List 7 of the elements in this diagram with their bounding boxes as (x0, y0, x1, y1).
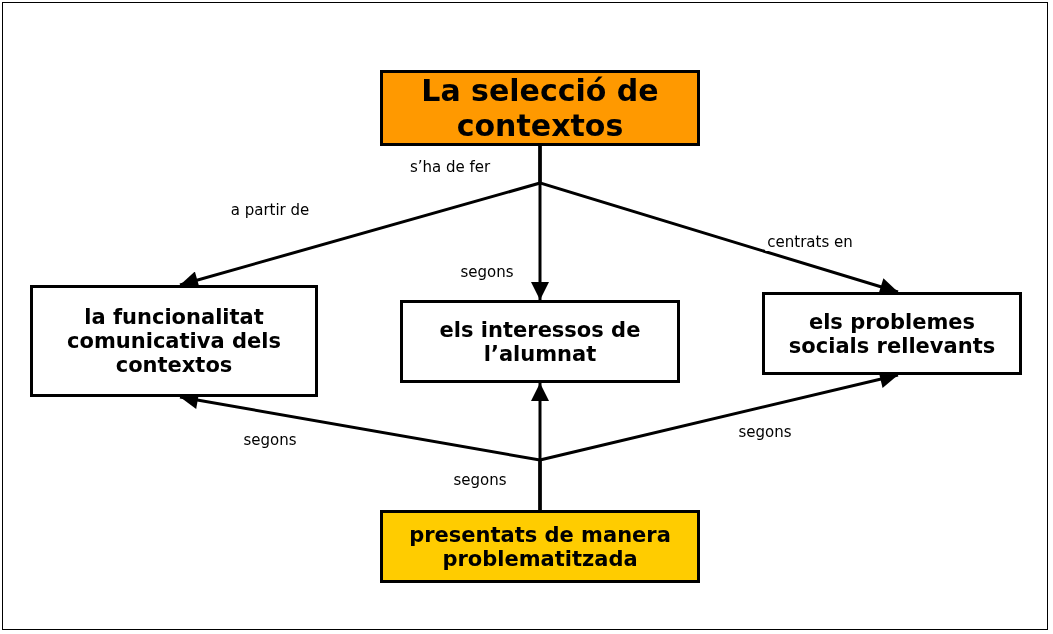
edge-label: centrats en (765, 233, 855, 251)
edge-label: a partir de (228, 201, 312, 219)
concept-box: la funcionalitat comunicativa dels contextos (30, 285, 318, 397)
concept-box: presentats de manera problematitzada (380, 510, 700, 583)
concept-box: els problemes socials rellevants (762, 292, 1022, 375)
concept-box: La selecció de contextos (380, 70, 700, 146)
concept-box: els interessos de l’alumnat (400, 300, 680, 383)
